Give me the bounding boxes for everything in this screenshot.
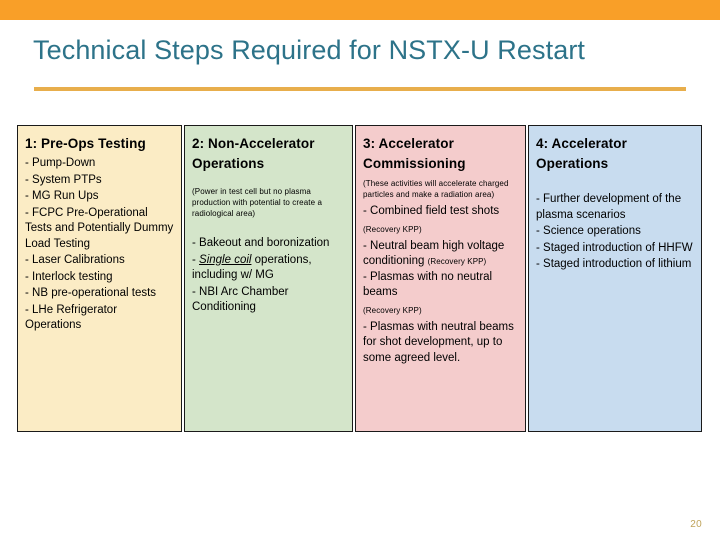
list-item-emphasis: Single coil xyxy=(199,253,252,266)
list-item: - Plasmas with no neutral beams xyxy=(363,270,493,299)
list-item: - Science operations xyxy=(536,225,641,237)
column-1-header: 1: Pre-Ops Testing xyxy=(25,136,146,151)
list-item: - Neutral beam high voltage conditioning… xyxy=(363,239,518,270)
step-column-4: 4: Accelerator Operations - Further deve… xyxy=(528,125,702,432)
spacer xyxy=(536,176,694,192)
list-item: - Plasmas with neutral beams for shot de… xyxy=(363,320,514,364)
list-item: - Staged introduction of HHFW xyxy=(536,241,693,254)
page-title: Technical Steps Required for NSTX-U Rest… xyxy=(33,35,586,65)
list-item: - FCPC Pre-Operational Tests and Potenti… xyxy=(25,206,174,250)
list-item: - MG Run Ups xyxy=(25,190,99,202)
column-divider xyxy=(526,125,528,432)
list-item-suffix: operations, including w/ MG xyxy=(192,253,312,282)
list-item: - NBI Arc Chamber Conditioning xyxy=(192,285,289,314)
list-item: - LHe Refrigerator Operations xyxy=(25,303,118,332)
list-item: - NB pre-operational tests xyxy=(25,287,157,299)
column-3-note: (These activities will accelerate charge… xyxy=(363,179,509,199)
list-item: - Combined field test shots xyxy=(363,205,500,217)
list-item: - Laser Calibrations xyxy=(25,254,125,266)
list-item: - Staged introduction of lithium xyxy=(536,258,692,270)
column-4-header: 4: Accelerator Operations xyxy=(536,136,627,171)
page-number: 20 xyxy=(690,519,702,530)
list-item: - Single coil operations, including w/ M… xyxy=(192,253,345,284)
technical-steps-table: 1: Pre-Ops Testing - Pump-Down - System … xyxy=(17,125,703,432)
kpp-annotation: (Recovery KPP) xyxy=(363,305,422,315)
list-item: - Bakeout and boronization xyxy=(192,237,330,249)
column-2-header: 2: Non-Accelerator Operations xyxy=(192,136,315,171)
list-item: - Further development of the plasma scen… xyxy=(536,193,682,221)
list-item-text: - Neutral beam high voltage conditioning xyxy=(363,239,505,268)
step-column-1: 1: Pre-Ops Testing - Pump-Down - System … xyxy=(17,125,182,432)
column-3-header: 3: Accelerator Commissioning xyxy=(363,136,466,171)
column-2-note: (Power in test cell but no plasma produc… xyxy=(192,187,323,218)
top-accent-bar xyxy=(0,0,720,20)
column-divider xyxy=(353,125,355,432)
list-item: - Interlock testing xyxy=(25,270,113,283)
title-underline-rule xyxy=(34,87,686,91)
kpp-annotation: (Recovery KPP) xyxy=(363,224,422,234)
kpp-annotation: (Recovery KPP) xyxy=(427,257,487,266)
step-column-2: 2: Non-Accelerator Operations (Power in … xyxy=(184,125,353,432)
list-item: - System PTPs xyxy=(25,173,102,186)
column-divider xyxy=(182,125,184,432)
list-item-prefix: - xyxy=(192,253,200,266)
spacer xyxy=(192,176,345,182)
list-item: - Pump-Down xyxy=(25,157,96,169)
step-column-3: 3: Accelerator Commissioning (These acti… xyxy=(355,125,526,432)
spacer xyxy=(192,223,345,236)
